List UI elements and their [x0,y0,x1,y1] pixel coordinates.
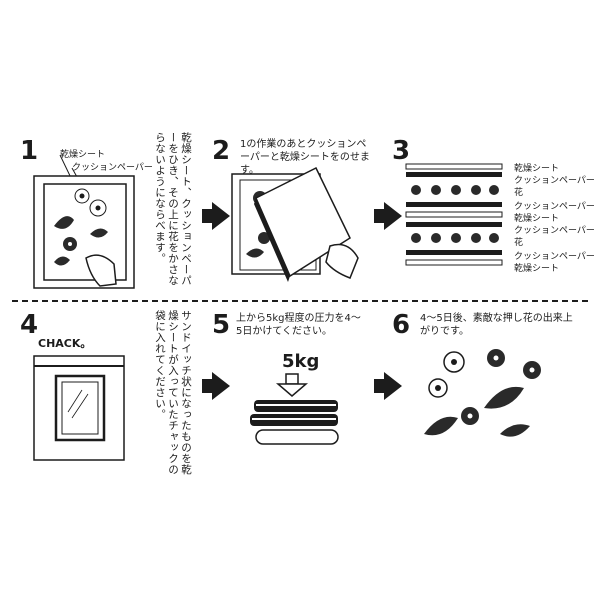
step1-illustration [33,154,135,289]
pressed-flowers-illustration [424,349,541,437]
step-number-6: 6 [392,310,411,340]
step2-illustration [231,166,359,282]
weight-label: 5kg [282,351,320,372]
flower-icon [89,199,107,217]
leaf-icon [424,416,458,436]
leaf-icon [54,216,74,229]
layer-label-4: 乾燥シート [514,214,560,224]
leaf-icon [54,256,70,266]
layer-label-6: 花 [514,238,524,248]
arrow-right-icon [202,372,230,400]
layer-label-2: 花 [514,188,524,198]
flower-icon [487,349,505,367]
pressing-illustration [250,373,339,445]
step1-label-sheet: 乾燥シート [60,150,106,160]
layer-label-8: 乾燥シート [514,264,560,274]
layer-label-1: クッションペーパー [514,176,595,186]
step-number-4: 4 [20,310,39,340]
step2-text: 1の作業のあとクッションペーパーと乾燥シートをのせます。 [240,139,370,176]
hand-icon [85,254,117,287]
step-number-5: 5 [212,310,231,340]
flower-icon [258,232,270,244]
step4-text: サンドイッチ状になったものを乾燥シートが入っていたチャックの袋に入れてください。 [154,310,192,475]
zip-bag-illustration [33,355,125,461]
flower-icon [471,233,481,243]
step1-label-cushion: クッションペーパー [72,163,153,173]
leaf-icon [484,386,524,409]
flower-icon [411,233,421,243]
flower-icon [489,185,499,195]
layer-label-5: クッションペーパー [514,226,595,236]
flower-icon [443,351,465,373]
arrow-right-icon [374,202,402,230]
flower-icon [461,407,479,425]
arrow-right-icon [374,372,402,400]
step-number-2: 2 [212,136,231,166]
flower-icon [451,233,461,243]
flower-icon [411,185,421,195]
weight-arrow-icon [275,373,309,397]
flower-icon [431,185,441,195]
hand-icon [325,243,359,279]
step6-text: 4〜5日後、素敵な押し花の出来上がりです。 [420,313,573,337]
layer-label-0: 乾燥シート [514,164,560,174]
step-number-3: 3 [392,136,411,166]
flower-icon [451,185,461,195]
layer-stack-illustration [405,163,503,266]
flower-icon [428,378,448,398]
step5-text: 上から5kg程度の圧力を4〜5日かけてください。 [236,313,361,337]
flower-icon [63,237,77,251]
flower-icon [523,361,541,379]
arrow-right-icon [202,202,230,230]
step1-text: 乾燥シート、クッションペーパーをひき、その上に花をかさならないようにならべます。 [154,132,192,286]
flower-icon [431,233,441,243]
flower-icon [471,185,481,195]
row-divider [12,300,588,302]
layer-label-3: クッションペーパー [514,202,595,212]
flower-icon [489,233,499,243]
layer-label-7: クッションペーパー [514,252,595,262]
chack-text: CHACK。 [38,337,92,350]
leaf-icon [500,424,530,437]
leaf-icon [246,248,264,258]
flower-icon [74,188,90,204]
step-number-1: 1 [20,136,39,166]
leaf-icon [90,228,108,238]
